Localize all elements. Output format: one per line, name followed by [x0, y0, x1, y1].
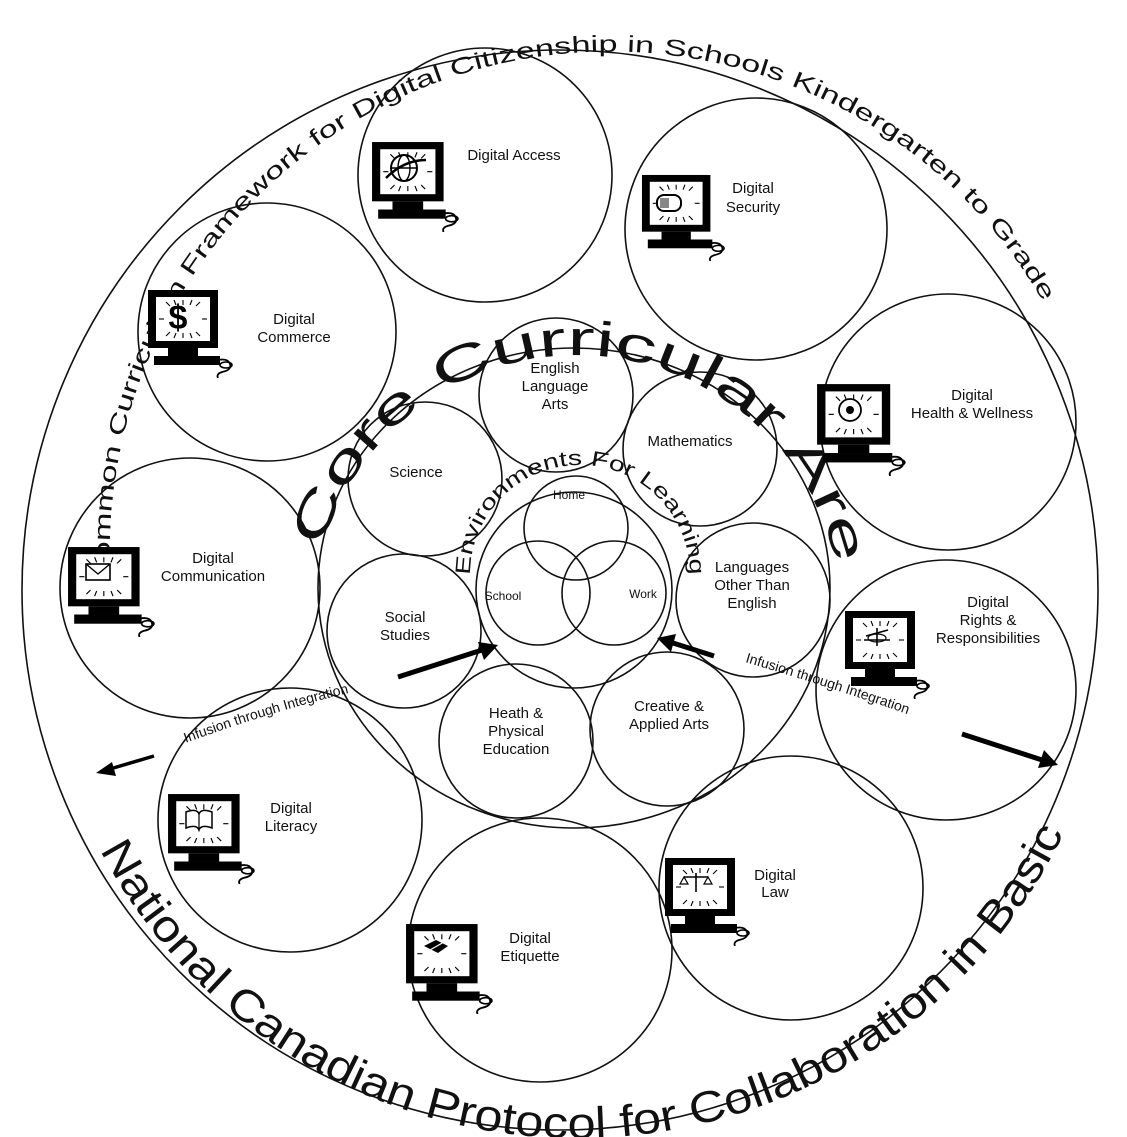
ela-circle: [478, 317, 634, 473]
scales-rights-icon: [844, 610, 930, 699]
svg-text:English: English: [530, 360, 579, 377]
social-studies-circle: [326, 553, 482, 709]
svg-text:Language: Language: [522, 378, 589, 395]
arrow-inward-left: [397, 642, 498, 680]
svg-text:Physical: Physical: [488, 723, 544, 740]
svg-text:Health & Wellness: Health & Wellness: [911, 405, 1033, 422]
svg-text:Social: Social: [385, 609, 426, 626]
digital-law-label: Digital Law: [754, 867, 796, 901]
science-label: Science: [389, 464, 442, 481]
svg-text:Creative &: Creative &: [634, 698, 704, 715]
svg-text:Etiquette: Etiquette: [500, 948, 559, 965]
pe-label: Heath & Physical Education: [483, 705, 550, 758]
dollar-icon: $: [147, 289, 233, 378]
svg-text:Heath &: Heath &: [489, 705, 543, 722]
svg-text:Digital: Digital: [273, 311, 315, 328]
pe-circle: [438, 663, 594, 819]
svg-text:Digital: Digital: [732, 180, 774, 197]
svg-text:Science: Science: [389, 464, 442, 481]
environments-circle: [475, 491, 673, 689]
svg-text:Digital: Digital: [192, 550, 234, 567]
creative-arts-label: Creative & Applied Arts: [629, 698, 709, 733]
scales-icon: [664, 857, 750, 946]
home-circle: [523, 475, 629, 581]
svg-text:Digital Access: Digital Access: [467, 147, 560, 164]
digital-law-circle: [658, 755, 924, 1021]
digital-access-circle: [357, 47, 613, 303]
digital-commerce-circle: [137, 202, 397, 462]
digital-rights-label: Digital Rights & Responsibilities: [936, 594, 1040, 647]
health-icon: [816, 383, 906, 476]
arrow-outward-left: [96, 754, 155, 776]
arrow-inward-right: [657, 634, 715, 659]
arrow-outward-right: [961, 731, 1058, 768]
svg-text:Languages: Languages: [715, 559, 789, 576]
digital-security-circle: [624, 97, 888, 361]
svg-text:Studies: Studies: [380, 627, 430, 644]
core-areas-ring: [317, 347, 831, 829]
creative-arts-circle: [589, 651, 745, 807]
math-label: Mathematics: [647, 433, 732, 450]
svg-text:Digital: Digital: [967, 594, 1009, 611]
svg-text:Commerce: Commerce: [257, 329, 330, 346]
digital-literacy-label: Digital Literacy: [265, 800, 318, 835]
environments-title: Environments For Learning: [452, 447, 709, 576]
svg-text:English: English: [727, 595, 776, 612]
work-label: Work: [629, 587, 658, 601]
digital-etiquette-label: Digital Etiquette: [500, 930, 559, 965]
digital-communication-label: Digital Communication: [161, 550, 265, 585]
social-studies-label: Social Studies: [380, 609, 430, 644]
lote-label: Languages Other Than English: [714, 559, 790, 612]
school-circle: [485, 540, 591, 646]
svg-text:Digital: Digital: [754, 867, 796, 884]
svg-text:Literacy: Literacy: [265, 818, 318, 835]
school-label: School: [485, 589, 522, 603]
science-circle: [347, 401, 503, 557]
svg-text:Arts: Arts: [542, 396, 569, 413]
book-icon: [167, 793, 255, 884]
ela-label: English Language Arts: [522, 360, 589, 413]
svg-text:Education: Education: [483, 741, 550, 758]
handshake-icon: [405, 923, 493, 1014]
svg-text:Other Than: Other Than: [714, 577, 790, 594]
svg-text:$: $: [169, 299, 188, 337]
digital-health-label: Digital Health & Wellness: [911, 387, 1033, 422]
svg-text:Rights &: Rights &: [960, 612, 1017, 629]
globe-icon: [371, 141, 459, 232]
svg-text:Applied Arts: Applied Arts: [629, 716, 709, 733]
outer-ring: [21, 49, 1099, 1131]
svg-text:Digital: Digital: [509, 930, 551, 947]
digital-access-label: Digital Access: [467, 147, 560, 164]
digital-commerce-label: Digital Commerce: [257, 311, 330, 346]
lote-circle: [675, 522, 831, 678]
svg-text:Digital: Digital: [951, 387, 993, 404]
lock-icon: [641, 174, 725, 261]
svg-text:Communication: Communication: [161, 568, 265, 585]
math-circle: [622, 371, 778, 527]
work-circle: [561, 540, 667, 646]
digital-security-label: Digital Security: [726, 180, 781, 216]
svg-text:Mathematics: Mathematics: [647, 433, 732, 450]
svg-text:Law: Law: [761, 884, 789, 901]
envelope-icon: [67, 546, 155, 637]
digital-communication-circle: [59, 457, 321, 719]
svg-text:Security: Security: [726, 199, 781, 216]
home-label: Home: [553, 488, 585, 502]
svg-text:Responsibilities: Responsibilities: [936, 630, 1040, 647]
digital-literacy-circle: [157, 687, 423, 953]
svg-text:Digital: Digital: [270, 800, 312, 817]
digital-rights-circle: [815, 559, 1077, 821]
